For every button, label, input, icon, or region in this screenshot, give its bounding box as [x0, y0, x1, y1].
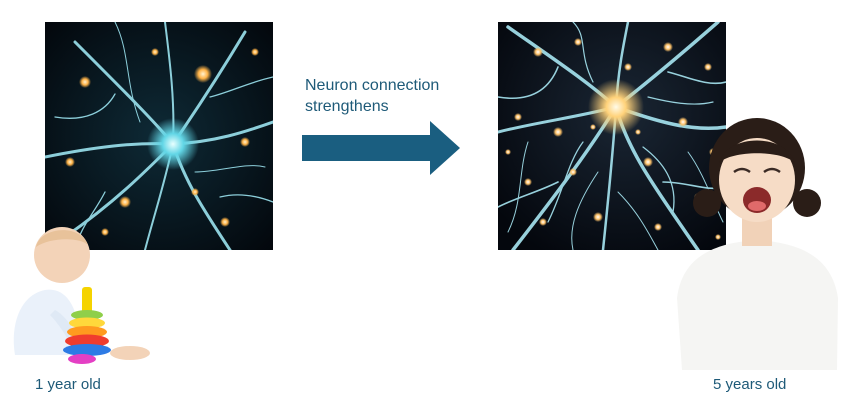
age-label-5-years: 5 years old [713, 376, 787, 393]
arrow-caption: Neuron connection strengthens [305, 77, 440, 115]
neuron-image-1-year [45, 22, 273, 250]
baby-with-rings-icon [13, 227, 150, 364]
neuron-dense-icon [498, 22, 726, 250]
laughing-child-icon [677, 118, 838, 370]
age-label-1-year: 1 year old [35, 376, 101, 393]
neuron-image-5-years [498, 22, 726, 250]
right-arrow-icon [302, 121, 460, 175]
neuron-sparse-icon [45, 22, 273, 250]
